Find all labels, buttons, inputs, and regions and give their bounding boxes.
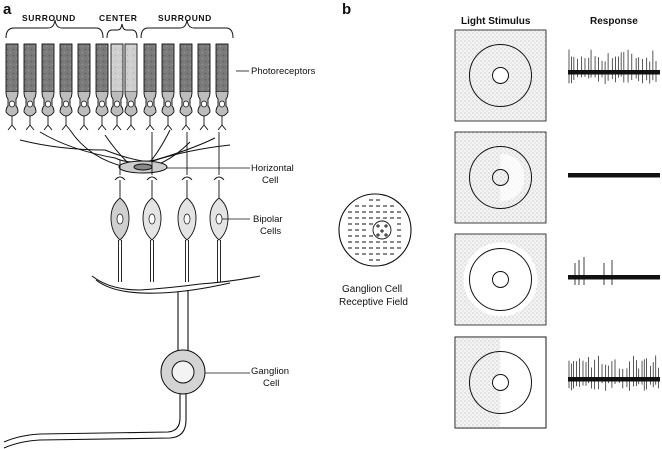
- surround-photoreceptor: [143, 43, 157, 131]
- photoreceptors-label: Photoreceptors: [251, 66, 316, 77]
- horizontal-cell-label-1: Horizontal: [251, 163, 294, 174]
- ganglion-label-2: Cell: [263, 378, 279, 389]
- panel-a-letter: a: [3, 1, 12, 18]
- bipolar-cells: [110, 132, 229, 282]
- ganglion-label-1: Ganglion: [251, 366, 289, 377]
- surround-photoreceptor: [59, 43, 73, 131]
- spike-train: [568, 257, 660, 285]
- surround-photoreceptor: [179, 43, 193, 131]
- bipolar-dendrite: [119, 132, 220, 175]
- center-label: CENTER: [99, 13, 138, 23]
- rf-label-2: Receptive Field: [339, 297, 408, 308]
- panel-b-letter: b: [342, 1, 351, 18]
- rf-plus-mark: [376, 233, 380, 237]
- bipolar-label-1: Bipolar: [253, 214, 283, 225]
- center-photoreceptor: [124, 43, 138, 131]
- center-photoreceptor: [110, 43, 124, 131]
- center-bracket: [106, 23, 138, 39]
- rf-plus-mark: [376, 224, 380, 228]
- stimulus-square: [454, 336, 547, 429]
- stimulus-square: [454, 131, 547, 224]
- bipolar-cell: [142, 176, 162, 282]
- surround-left-bracket: [5, 19, 104, 39]
- stimulus-column: [454, 29, 547, 429]
- ganglion-cell: [160, 349, 206, 395]
- surround-photoreceptor: [215, 43, 229, 131]
- spike-train: [568, 355, 660, 391]
- rf-label-1: Ganglion Cell: [342, 284, 402, 295]
- surround-photoreceptor: [23, 43, 37, 131]
- spike-train: [568, 49, 660, 84]
- bipolar-label-2: Cells: [260, 226, 281, 237]
- bipolar-cell: [110, 176, 130, 282]
- stimulus-square: [454, 29, 547, 122]
- surround-photoreceptor: [95, 43, 109, 131]
- photoreceptor-row: [5, 43, 229, 131]
- rf-plus-mark: [380, 229, 384, 233]
- rf-plus-mark: [384, 233, 388, 237]
- stimulus-square: [454, 233, 547, 326]
- surround-left-label: SURROUND: [22, 13, 76, 23]
- surround-photoreceptor: [161, 43, 175, 131]
- surround-photoreceptor: [5, 43, 19, 131]
- rf-plus-mark: [384, 224, 388, 228]
- ganglion-axon: [3, 394, 187, 449]
- ganglion-dendrites: [91, 275, 261, 352]
- horizontal-cell: [19, 129, 231, 174]
- surround-photoreceptor: [77, 43, 91, 131]
- response-column: [568, 49, 660, 391]
- surround-photoreceptor: [41, 43, 55, 131]
- bipolar-cell: [209, 176, 229, 282]
- response-header: Response: [590, 16, 638, 27]
- receptive-field-diagram: [338, 193, 412, 267]
- spike-train: [568, 173, 660, 178]
- surround-right-label: SURROUND: [158, 13, 212, 23]
- bipolar-cell: [177, 176, 197, 282]
- leader-lines: [166, 70, 250, 374]
- surround-photoreceptor: [197, 43, 211, 131]
- light-stimulus-header: Light Stimulus: [461, 16, 531, 27]
- surround-right-bracket: [140, 19, 234, 39]
- horizontal-cell-label-2: Cell: [262, 175, 278, 186]
